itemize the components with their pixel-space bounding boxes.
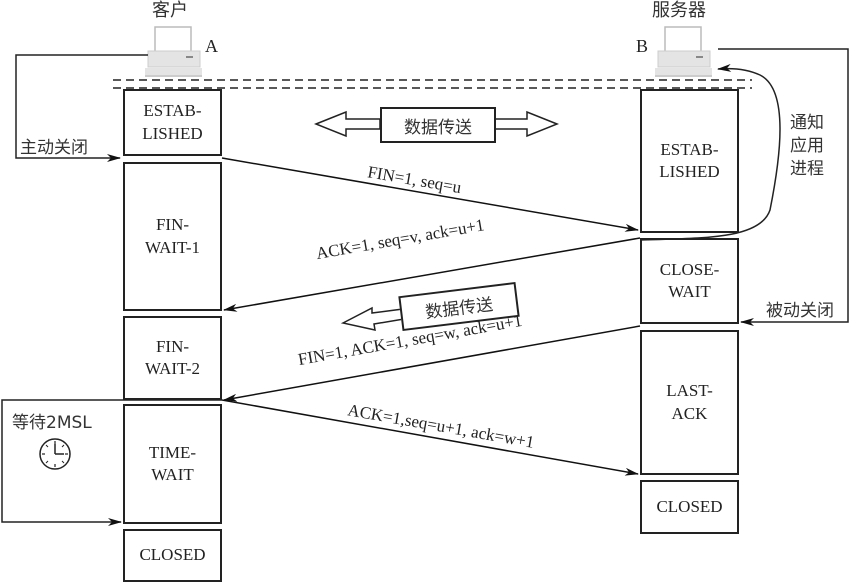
client-state-fin-wait-1: FIN- WAIT-1 bbox=[123, 162, 222, 311]
server-state-established: ESTAB- LISHED bbox=[640, 89, 739, 233]
client-state-fin-wait-2: FIN- WAIT-2 bbox=[123, 316, 222, 400]
client-state-closed: CLOSED bbox=[123, 529, 222, 582]
message-arrow-final-ack bbox=[221, 399, 639, 476]
client-state-established: ESTAB- LISHED bbox=[123, 89, 222, 156]
wait-2msl-label: 等待2MSL bbox=[12, 408, 92, 433]
data-transfer-left-arrow bbox=[340, 306, 405, 331]
server-label: B bbox=[636, 36, 649, 56]
notify-app-label: 通知 应用 进程 bbox=[790, 113, 824, 179]
active-close-arrow bbox=[15, 54, 148, 162]
client-label: A bbox=[205, 36, 218, 56]
message-arrow-fin-ack bbox=[223, 325, 641, 402]
notify-app-arrow bbox=[639, 63, 781, 241]
data-transfer-box-top: 数据传送 bbox=[380, 107, 496, 143]
wait-2msl-arrow bbox=[1, 399, 222, 526]
wait-2msl-text: 等待2MSL bbox=[12, 413, 92, 433]
server-title: 服务器 bbox=[652, 0, 706, 21]
client-title: 客户 bbox=[152, 0, 188, 21]
client-state-time-wait: TIME- WAIT bbox=[123, 404, 222, 524]
client-computer-icon bbox=[145, 26, 202, 77]
message-arrow-fin bbox=[221, 157, 639, 232]
active-close-label: 主动关闭 bbox=[20, 138, 88, 158]
message-arrow-ack bbox=[223, 237, 641, 312]
server-state-last-ack: LAST- ACK bbox=[640, 330, 739, 475]
clock-icon bbox=[39, 438, 71, 470]
passive-close-arrow bbox=[718, 48, 849, 326]
server-computer-icon bbox=[655, 26, 712, 77]
server-state-close-wait: CLOSE- WAIT bbox=[640, 238, 739, 324]
passive-close-label: 被动关闭 bbox=[766, 301, 834, 321]
server-state-closed: CLOSED bbox=[640, 480, 739, 534]
